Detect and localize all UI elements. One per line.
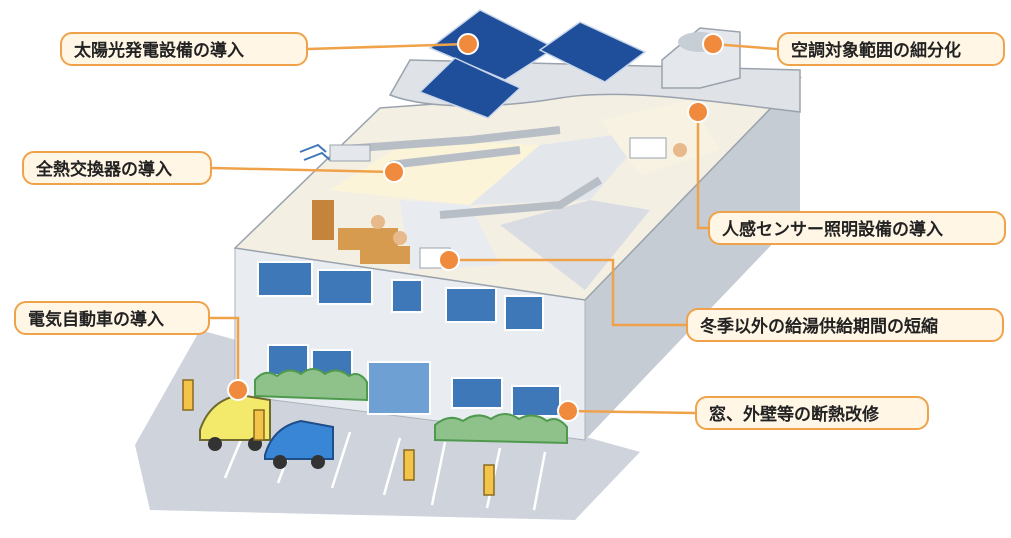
vent-arrows bbox=[299, 143, 331, 161]
office-furniture bbox=[312, 137, 687, 269]
yellow-ev-car bbox=[199, 393, 271, 451]
vent-grille bbox=[329, 144, 371, 162]
entrance-door bbox=[367, 361, 431, 415]
heat-exchanger-label: 全熱交換器の導入 bbox=[22, 151, 212, 185]
upper-windows bbox=[257, 261, 544, 331]
hot-water-period-label: 冬季以外の給湯供給期間の短縮 bbox=[686, 308, 1004, 342]
ducts bbox=[329, 126, 603, 219]
insulation-retrofit-label: 窓、外壁等の断熱改修 bbox=[695, 396, 929, 430]
hedges bbox=[254, 368, 568, 445]
blue-car bbox=[264, 419, 334, 469]
callout-dots bbox=[227, 33, 724, 422]
leader-lines bbox=[210, 42, 778, 415]
solar-panels bbox=[418, 9, 647, 119]
charging-stations bbox=[182, 379, 495, 496]
hvac-unit bbox=[661, 27, 741, 89]
building-side-wall bbox=[585, 78, 800, 440]
electric-vehicle-label: 電気自動車の導入 bbox=[14, 301, 210, 335]
solar-power-label: 太陽光発電設備の導入 bbox=[60, 32, 308, 66]
hvac-zoning-label: 空調対象範囲の細分化 bbox=[777, 32, 1005, 66]
motion-sensor-lighting-label: 人感センサー照明設備の導入 bbox=[708, 211, 1006, 245]
